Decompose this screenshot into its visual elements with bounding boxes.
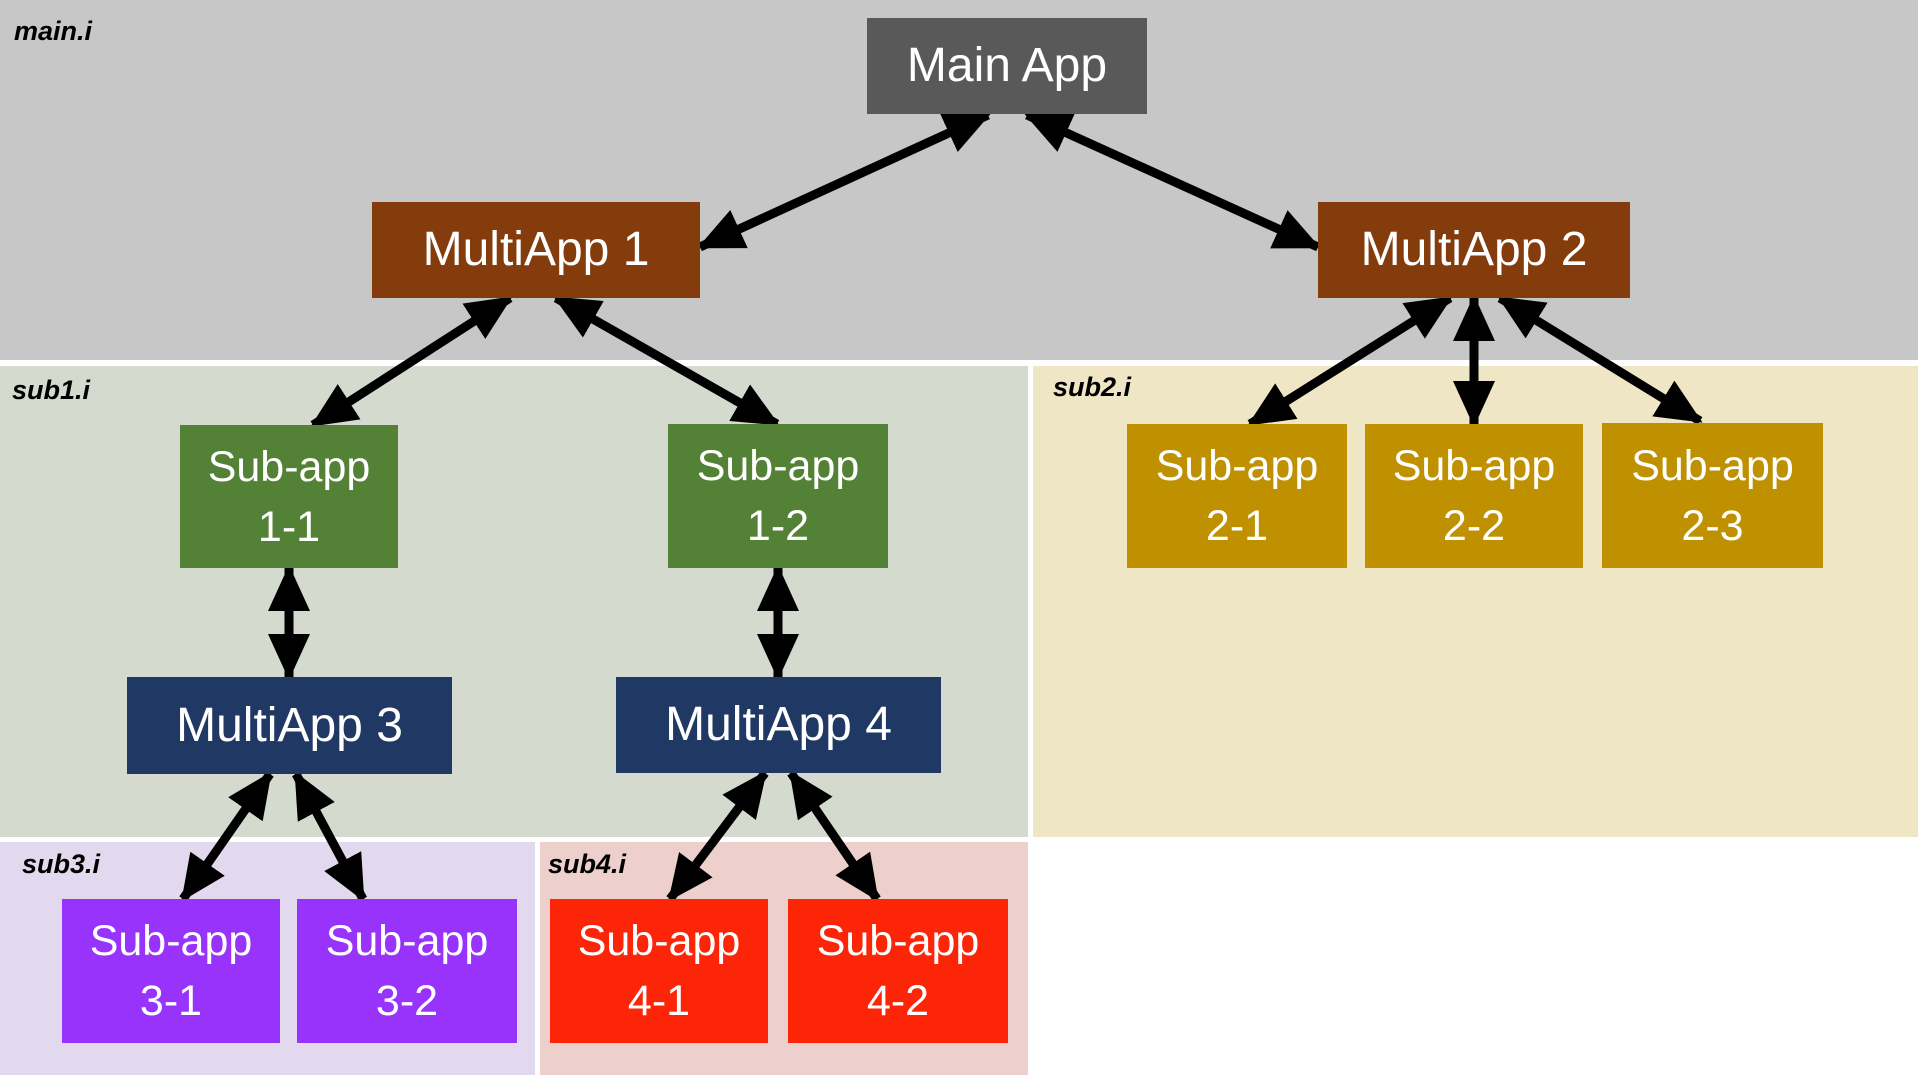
sub-app-2-1-label-line-2: 2-1	[1205, 502, 1269, 550]
sub-app-1-1-label-line-2: 1-1	[257, 502, 321, 551]
multiapp-4-box: MultiApp 4	[616, 677, 941, 773]
sub-app-4-1-label-line-1: Sub-app	[577, 917, 741, 965]
edge-multiapp-2--sub-app-2-1	[1247, 294, 1453, 428]
sub-app-3-1-label-line-1: Sub-app	[89, 917, 253, 965]
sub-app-2-3-label-line-1: Sub-app	[1631, 441, 1794, 490]
sub-app-4-1-label-line-2: 4-1	[627, 977, 691, 1025]
sub-app-2-1-label-line-1: Sub-app	[1155, 442, 1319, 490]
sub-app-2-3-label-line-2: 2-3	[1681, 501, 1744, 550]
multiapp-3-label-line-1: MultiApp 3	[176, 698, 403, 752]
sub-app-1-2-box: Sub-app 1-2	[668, 424, 888, 568]
sub1-i-label: sub1.i	[12, 375, 91, 405]
main-app-label-line-1: Main App	[906, 39, 1108, 92]
sub-app-3-2-box: Sub-app 3-2	[297, 899, 517, 1043]
edge-multiapp-3--sub-app-3-2	[292, 771, 367, 902]
sub-app-2-2-label-line-1: Sub-app	[1392, 442, 1556, 490]
edge-multiapp-4--sub-app-4-2	[787, 770, 881, 902]
sub-app-2-2-box: Sub-app 2-2	[1365, 424, 1583, 568]
sub4-i-label: sub4.i	[548, 849, 627, 879]
sub-app-3-2-label-line-1: Sub-app	[325, 917, 489, 965]
sub-app-1-2-label-line-2: 1-2	[746, 502, 810, 550]
sub3-i-label: sub3.i	[22, 849, 101, 879]
edge-main-app--multiapp-2	[1024, 110, 1321, 252]
sub-app-1-1-label-line-1: Sub-app	[207, 442, 371, 491]
sub-app-4-2-label-line-1: Sub-app	[816, 917, 980, 965]
sub-app-1-2-label-line-1: Sub-app	[696, 442, 860, 490]
multiapp-2-box: MultiApp 2	[1318, 202, 1630, 298]
edge-multiapp-1--sub-app-1-1	[310, 294, 513, 429]
sub-app-3-2-label-line-2: 3-2	[375, 977, 439, 1025]
sub2-i-label: sub2.i	[1053, 372, 1132, 402]
sub-app-2-3-box: Sub-app 2-3	[1602, 423, 1823, 568]
edge-multiapp-4--sub-app-4-1	[666, 770, 769, 902]
sub-app-3-1-label-line-2: 3-1	[139, 977, 203, 1025]
main-i-label: main.i	[14, 16, 93, 46]
sub-app-4-2-label-line-2: 4-2	[866, 977, 930, 1025]
edge-multiapp-1--sub-app-1-2	[553, 294, 780, 428]
edge-main-app--multiapp-1	[697, 110, 991, 252]
sub-app-3-1-box: Sub-app 3-1	[62, 899, 280, 1043]
sub-app-1-1-box: Sub-app 1-1	[180, 425, 398, 568]
multiapp-1-box: MultiApp 1	[372, 202, 700, 298]
sub-app-2-1-box: Sub-app 2-1	[1127, 424, 1347, 568]
sub-app-4-1-box: Sub-app 4-1	[550, 899, 768, 1043]
edge-multiapp-2--sub-app-2-3	[1497, 294, 1703, 425]
sub-app-2-2-label-line-2: 2-2	[1442, 502, 1506, 550]
edge-multiapp-3--sub-app-3-1	[179, 771, 274, 902]
multiapp-2-label-line-1: MultiApp 2	[1360, 223, 1588, 276]
sub-app-4-2-box: Sub-app 4-2	[788, 899, 1008, 1043]
multiapp-1-label-line-1: MultiApp 1	[422, 223, 650, 276]
multiapp-3-box: MultiApp 3	[127, 677, 452, 774]
multiapp-4-label-line-1: MultiApp 4	[665, 698, 892, 751]
main-app-box: Main App	[867, 18, 1147, 114]
